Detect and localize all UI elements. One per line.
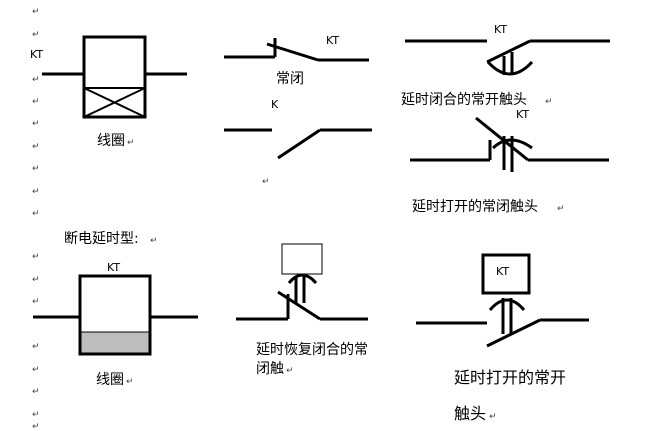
delay-close-no-caption: 延时闭合的常开触头 [401,92,527,108]
paragraph-mark: ↵ [32,342,40,352]
coil-caption: 线圈 [97,133,125,149]
paragraph-mark: ↵ [32,209,40,219]
delay-open-no-caption-line1: 延时打开的常开 [454,368,566,387]
nc-caption: 常闭 [276,71,304,87]
delay-close-no-contact-symbol [405,39,610,76]
paragraph-mark: ↵ [32,75,40,85]
paragraph-mark: ↵ [32,365,40,375]
paragraph-mark: ↵ [32,387,40,397]
delay-open-no-caption-line2: 触头 [454,404,486,423]
delay-open-nc-contact-symbol [410,116,609,172]
paragraph-mark: ↵ [150,236,158,246]
paragraph-mark: ↵ [127,138,135,148]
off-delay-coil-symbol [33,274,198,356]
paragraph-mark: ↵ [126,377,134,387]
coil2-kt-label: KT [107,261,120,274]
paragraph-mark: ↵ [32,297,40,307]
delay-restore-nc-caption-line1: 延时恢复闭合的常 [256,341,368,358]
paragraph-mark: ↵ [557,204,565,214]
delay-restore-nc-contact-symbol [236,243,368,321]
nc-contact-symbol [224,38,369,62]
paragraph-mark: ↵ [32,30,40,40]
delay-restore-nc-caption-line2: 闭触 [256,361,284,377]
paragraph-mark: ↵ [32,275,40,285]
nc-kt-label: KT [326,34,339,47]
paragraph-mark: ↵ [32,187,40,197]
paragraph-mark: ↵ [32,410,40,420]
coil-kt-label: KT [30,48,43,61]
no-contact-symbol [224,128,372,160]
delay-no-kt-label: KT [494,23,507,36]
delay-open-no-contact-symbol [416,253,589,348]
paragraph-mark: ↵ [545,97,553,107]
paragraph-mark: ↵ [262,177,270,187]
coil-symbol [42,35,187,119]
paragraph-mark: ↵ [32,164,40,174]
off-delay-heading: 断电延时型: [64,231,139,247]
paragraph-mark: ↵ [32,7,40,17]
paragraph-mark: ↵ [32,422,40,431]
paragraph-mark: ↵ [32,119,40,129]
coil2-caption: 线圈 [96,372,124,388]
paragraph-mark: ↵ [32,142,40,152]
box-kt-label: KT [496,265,509,278]
paragraph-marks: ↵ ↵ ↵ ↵ ↵ ↵ ↵ ↵ ↵ ↵ ↵ ↵ ↵ ↵ ↵ ↵ ↵ ↵ [32,7,270,431]
paragraph-mark: ↵ [32,97,40,107]
delay-open-nc-caption: 延时打开的常闭触头 [412,198,538,215]
no-k-label: K [271,98,279,111]
paragraph-mark: ↵ [32,252,40,262]
paragraph-mark: ↵ [286,366,294,376]
delay-nc-kt-label: KT [516,108,529,121]
paragraph-mark: ↵ [489,412,497,422]
